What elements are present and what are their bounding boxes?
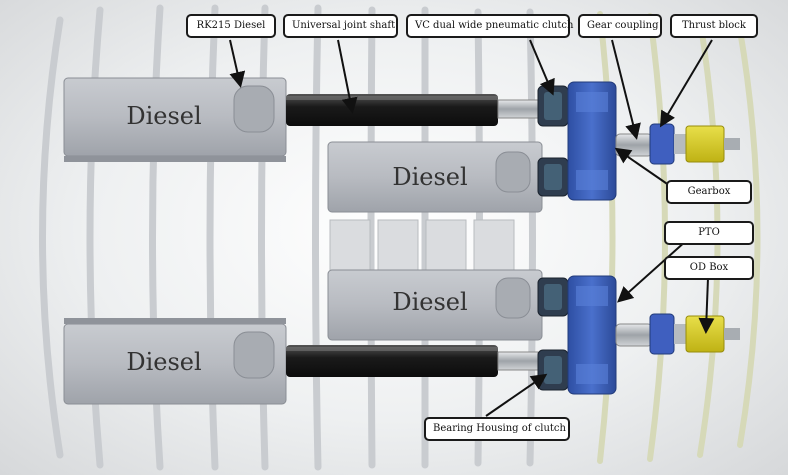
- universal-joint-shaft-bottom: [286, 345, 539, 377]
- callout-gearbox: Gearbox: [666, 180, 752, 204]
- diesel-engine-middle-lower: Diesel: [327, 269, 543, 341]
- diesel-engine-top-left: Diesel: [63, 77, 287, 162]
- arrow-rk215: [229, 39, 246, 88]
- gear-coupling-lower: [615, 323, 653, 347]
- engine-label-bottom-left: Diesel: [126, 348, 201, 376]
- callout-thrust-block: Thrust block: [670, 14, 758, 38]
- thrust-block-upper: [649, 123, 675, 165]
- clutch-units: [537, 85, 569, 391]
- engine-label-middle-upper: Diesel: [392, 163, 467, 191]
- arrow-gearcoupling: [611, 39, 641, 140]
- universal-joint-shaft-top: [286, 94, 539, 126]
- gearbox-lower: [567, 275, 617, 395]
- arrow-thrustblock: [659, 39, 713, 128]
- floor-plates: [329, 219, 515, 271]
- callout-rk215-diesel: RK215 Diesel: [186, 14, 276, 38]
- engine-label-top-left: Diesel: [126, 102, 201, 130]
- od-box-upper: [674, 125, 740, 163]
- arrow-vcclutch: [529, 39, 555, 96]
- callout-vc-clutch: VC dual wide pneumatic clutch: [406, 14, 573, 38]
- callout-pto: PTO: [664, 221, 754, 245]
- gearbox-upper: [567, 81, 617, 201]
- diesel-engine-middle-upper: Diesel: [327, 141, 543, 213]
- arrow-odbox: [698, 277, 715, 334]
- engine-label-middle-lower: Diesel: [392, 288, 467, 316]
- arrow-bearing: [485, 373, 548, 417]
- callout-bearing-housing: Bearing Housing of clutch: [424, 417, 570, 441]
- callout-od-box: OD Box: [664, 256, 754, 280]
- diesel-engine-bottom-left: Diesel: [63, 318, 287, 405]
- callout-universal-joint-shaft: Universal joint shaft: [283, 14, 398, 38]
- thrust-block-lower: [649, 313, 675, 355]
- arrow-ujshaft: [337, 39, 358, 114]
- clutch-highlights: [544, 92, 562, 384]
- od-box-lower: [674, 315, 740, 353]
- callout-gear-coupling: Gear coupling: [578, 14, 662, 38]
